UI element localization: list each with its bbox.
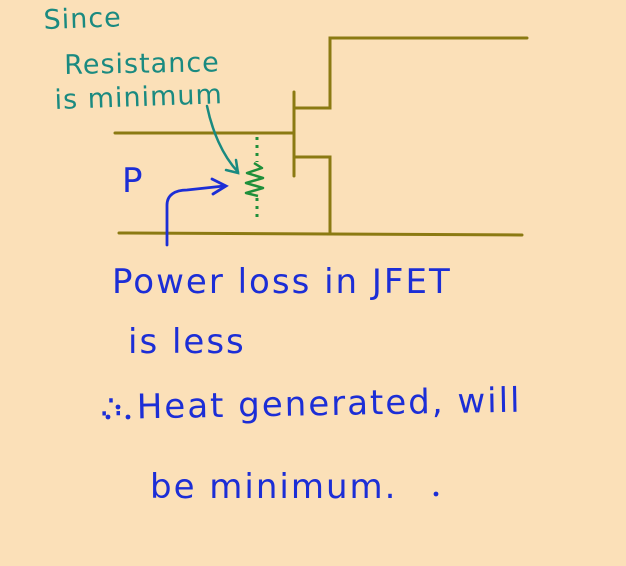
source-lead <box>292 155 332 235</box>
region-arrow <box>165 177 229 247</box>
conclusion-line-4: be minimum. <box>150 467 398 507</box>
drain-lead <box>292 36 529 110</box>
region-arrow-head <box>210 177 229 196</box>
therefore-dot-left <box>105 414 111 420</box>
therefore-dot-top <box>115 404 121 410</box>
conclusion-dots <box>105 404 439 497</box>
full-stop-dot <box>433 491 439 497</box>
annotation-line-2: Resistance <box>64 47 221 81</box>
annotation-arrow <box>205 104 240 175</box>
region-label-p: P <box>122 161 145 201</box>
jfet-circuit <box>113 36 529 237</box>
annotation-arrow-head <box>224 158 240 175</box>
conclusion-line-3: ∴ Heat generated, will <box>100 380 522 428</box>
region-arrow-shaft <box>165 184 226 247</box>
conclusion-line-1: Power loss in JFET <box>112 262 452 302</box>
annotation-arrow-shaft <box>205 104 240 174</box>
ground-line <box>117 231 524 237</box>
resistor-zigzag <box>244 161 265 198</box>
conclusion-line-2: is less <box>128 322 246 362</box>
therefore-dot-right <box>125 414 131 420</box>
annotation-line-3: is minimum <box>54 79 224 116</box>
resistor-symbol <box>244 137 265 222</box>
annotation-line-1: Since <box>43 2 123 36</box>
